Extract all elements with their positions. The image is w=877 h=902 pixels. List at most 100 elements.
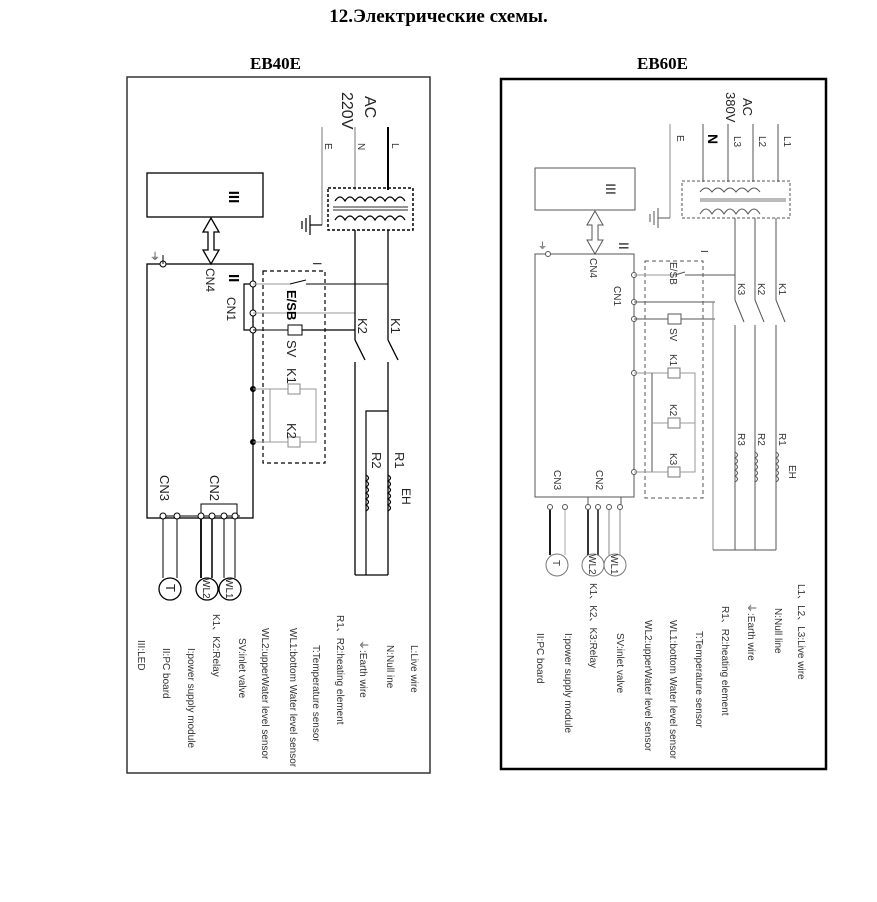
supply-voltage-label: 380V <box>723 92 738 123</box>
legend-item: I:power supply module <box>562 633 573 733</box>
sensor-label-wl2: WL2 <box>586 554 597 575</box>
heater-r2 <box>754 451 758 483</box>
legend-item: R1、R2:heating element <box>719 606 730 716</box>
temperature-sensor <box>545 553 569 577</box>
earth-icon <box>649 208 670 228</box>
legend-item: WL1:bottom Water level sensor <box>287 628 298 768</box>
connector-cn3: CN3 <box>551 470 562 490</box>
line-label-n: N <box>705 134 721 144</box>
sensor-label-t: T <box>550 560 561 566</box>
page-title: 12.Электрические схемы. <box>329 6 548 27</box>
supply-type-label: AC <box>740 98 755 116</box>
heater-group-label: EH <box>786 465 797 479</box>
transformer-coil-primary <box>699 187 761 193</box>
supply-voltage-label: 220V <box>338 92 355 130</box>
relay-contact-label-k2: K2 <box>355 318 370 334</box>
water-level-sensor-wl1 <box>603 553 627 577</box>
transformer-coil-secondary <box>699 208 761 215</box>
relay-label-k1: K1 <box>667 354 678 367</box>
legend-item: SV:inlet valve <box>614 633 625 694</box>
line-label-l1: L1 <box>781 136 792 148</box>
transformer-coil-primary <box>334 196 406 203</box>
legend-item: WL2:upperWater level sensor <box>259 628 270 760</box>
sensor-label-wl2: WL2 <box>200 578 211 599</box>
heater-r1 <box>386 474 392 512</box>
heater-group-label: EH <box>399 488 413 505</box>
connector-cn4: CN4 <box>587 258 598 278</box>
heater-r2 <box>364 474 370 512</box>
legend-item: K1、K2、K3:Relay <box>587 583 598 668</box>
legend-item: T:Temperature sensor <box>310 645 321 742</box>
heater-label-r2: R2 <box>755 433 766 446</box>
led-block <box>146 172 264 218</box>
legend-item: I:power supply module <box>185 648 196 748</box>
line-label-l2: L2 <box>756 136 767 148</box>
power-supply-module-box <box>644 260 704 499</box>
diagram-frame <box>126 76 431 774</box>
connector-cn1: CN1 <box>611 286 622 306</box>
diagram-frame <box>499 77 828 771</box>
data-link-arrow-icon <box>586 209 604 256</box>
relay-contact-label-k1: K1 <box>776 283 787 296</box>
led-block <box>534 167 636 211</box>
earth-icon <box>301 215 322 235</box>
earth-icon: ⏚ <box>538 241 547 251</box>
legend-item: L1、L2、L3:Live wire <box>795 584 806 680</box>
data-link-arrow-icon <box>201 216 221 266</box>
line-label-l: L <box>389 143 400 149</box>
relay-label-k2: K2 <box>284 423 299 439</box>
relay-label-k3: K3 <box>667 453 678 466</box>
relay-label-k1: K1 <box>284 368 299 384</box>
connector-cn2: CN2 <box>593 470 604 490</box>
heater-label-r2: R2 <box>369 452 384 469</box>
relay-contact-k1 <box>387 339 399 361</box>
relay-contact-label-k3: K3 <box>735 283 746 296</box>
relay-coil-k1 <box>287 383 301 395</box>
relay-contact-k1 <box>775 299 786 323</box>
legend-eb60e: L1、L2、L3:Live wire N:Null line ⏚:Earth w… <box>534 583 806 760</box>
power-supply-label: I <box>698 250 709 253</box>
relay-contact-k3 <box>734 299 745 323</box>
pc-board-label: II <box>225 274 242 282</box>
supply-type-label: AC <box>361 96 378 118</box>
water-level-sensor-wl2 <box>195 577 219 601</box>
valve-label: SV <box>284 340 299 358</box>
diagram-eb60e: AC 380V E N L3 L2 L1 III II CN4 CN1 CN <box>499 77 828 771</box>
line-label-n: N <box>355 143 366 150</box>
heater-label-r1: R1 <box>776 433 787 446</box>
diagram-eb40e: AC 220V E N L III II CN4 CN1 CN3 <box>126 76 431 774</box>
connector-cn3: CN3 <box>157 475 172 501</box>
legend-item: R1、R2:heating element <box>334 615 345 725</box>
relay-coil-k3 <box>667 466 681 478</box>
legend-item: K1、K2:Relay <box>210 614 221 677</box>
switch-label: E/SB <box>667 262 678 285</box>
inlet-valve-coil <box>287 324 303 336</box>
legend-item: III:LED <box>135 640 146 671</box>
power-supply-module-box <box>262 270 326 464</box>
legend-item: SV:inlet valve <box>236 638 247 699</box>
relay-contact-k2 <box>354 339 366 361</box>
line-label-e: E <box>322 143 333 150</box>
line-label-l3: L3 <box>731 136 742 148</box>
heater-label-r3: R3 <box>735 433 746 446</box>
led-block-label: III <box>603 183 619 195</box>
legend-eb40e: L:Live wire N:Null ine ⏚:Earth wire R1、R… <box>135 614 419 768</box>
legend-item: II:PC board <box>160 648 171 699</box>
inlet-valve-coil <box>667 313 682 325</box>
line-label-e: E <box>674 135 685 142</box>
relay-coil-k1 <box>667 367 681 379</box>
sensor-label-wl1: WL1 <box>223 578 234 599</box>
relay-contact-label-k1: K1 <box>388 318 403 334</box>
model-title-eb60e: EB60E <box>637 54 689 73</box>
valve-label: SV <box>667 328 678 342</box>
sensor-label-wl1: WL1 <box>608 554 619 575</box>
sensor-label-t: T <box>163 584 178 592</box>
legend-item: WL1:bottom Water level sensor <box>667 620 678 760</box>
legend-item: L:Live wire <box>408 645 419 693</box>
connector-cn1: CN1 <box>224 297 238 321</box>
relay-label-k2: K2 <box>667 404 678 417</box>
transformer-box <box>327 187 414 231</box>
legend-item: N:Null ine <box>384 645 395 689</box>
connector-cn4: CN4 <box>203 268 217 292</box>
